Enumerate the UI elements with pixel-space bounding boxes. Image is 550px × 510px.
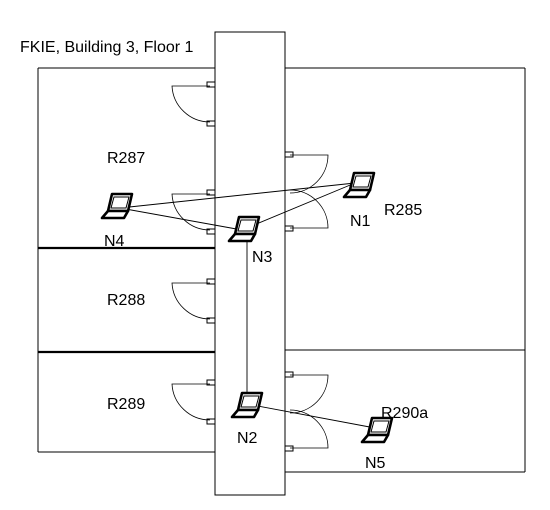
node-label-n4: N4 [104, 233, 125, 250]
node-label-n3: N3 [252, 249, 273, 266]
link-n2-n5 [246, 403, 376, 429]
building-walls [37, 31, 526, 496]
node-n3 [227, 215, 261, 243]
room-label-r288: R288 [107, 292, 145, 309]
link-n4-n1 [119, 182, 356, 209]
room-label-r285: R285 [384, 202, 422, 219]
laptop-icon [227, 215, 261, 243]
laptop-icon [342, 171, 376, 199]
room-label-r287: R287 [107, 150, 145, 167]
node-n4 [100, 192, 134, 220]
link-n4-n3 [119, 207, 243, 231]
room-label-r289: R289 [107, 396, 145, 413]
laptop-icon [100, 192, 134, 220]
network-links [119, 182, 376, 429]
laptop-icon [230, 391, 264, 419]
link-n3-n1 [241, 182, 356, 231]
node-label-n1: N1 [350, 213, 371, 230]
doors [171, 81, 329, 452]
node-label-n2: N2 [237, 430, 258, 447]
corridor [214, 31, 286, 496]
diagram-title: FKIE, Building 3, Floor 1 [20, 39, 194, 56]
node-n2 [230, 391, 264, 419]
node-label-n5: N5 [365, 455, 386, 472]
room-label-r290a: R290a [381, 405, 428, 422]
node-n1 [342, 171, 376, 199]
